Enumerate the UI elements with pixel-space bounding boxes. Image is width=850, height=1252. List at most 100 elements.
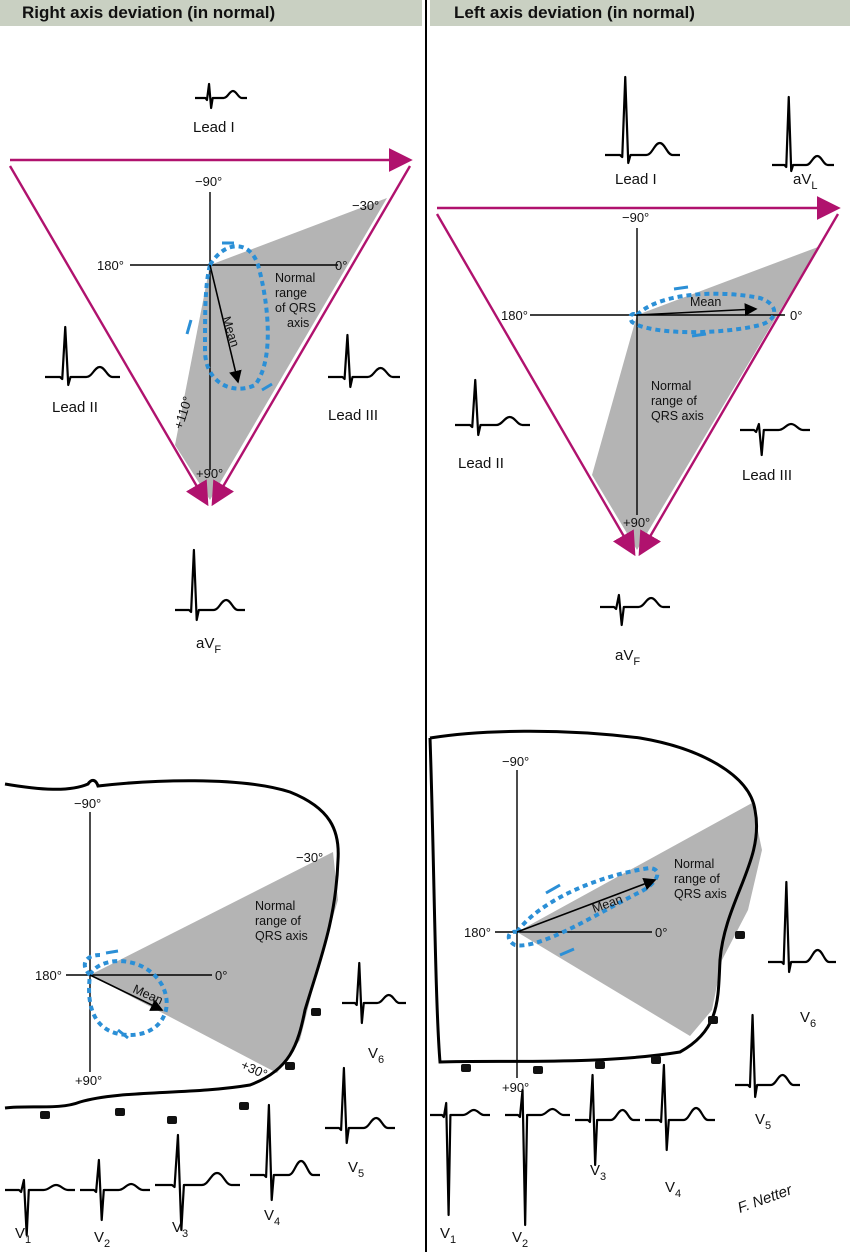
electrode-icon [167, 1116, 177, 1124]
v3-waveform [155, 1133, 240, 1232]
v-letter: V [590, 1162, 600, 1179]
avf-label-main: aV [615, 647, 633, 664]
qrs-vector-loop [506, 865, 660, 948]
v3-label: V3 [172, 1219, 188, 1240]
avf-label-sub: F [214, 644, 221, 656]
avf-waveform [600, 593, 670, 627]
deg-180: 180° [97, 258, 124, 273]
qrs-vector-loop [82, 953, 169, 1038]
v-letter: V [172, 1219, 182, 1236]
v-subscript: 6 [810, 1018, 816, 1030]
lead-iii-waveform [740, 422, 810, 457]
mean-axis-arrow [636, 303, 758, 316]
deg-minus-90: −90° [622, 210, 649, 225]
v1-waveform [5, 1178, 75, 1237]
v-letter: V [800, 1009, 810, 1026]
chest-outline [4, 778, 340, 1110]
v4-waveform [250, 1103, 320, 1202]
v2-waveform [505, 1088, 570, 1227]
electrodes [40, 931, 745, 1124]
lead-iii-waveform [328, 333, 400, 389]
v-letter: V [368, 1045, 378, 1062]
deg-180: 180° [464, 925, 491, 940]
normal-range-line: QRS axis [674, 887, 727, 901]
electrode-icon [239, 1102, 249, 1110]
deg-0: 0° [790, 308, 802, 323]
lead-iii-axis-arrow [211, 165, 412, 507]
v-letter: V [440, 1225, 450, 1242]
v1-label: V1 [440, 1225, 456, 1246]
normal-range-wedge [517, 803, 762, 1036]
v-subscript: 3 [182, 1228, 188, 1240]
deg-0: 0° [655, 925, 667, 940]
lead-i-waveform [605, 75, 680, 165]
electrode-icon [595, 1061, 605, 1069]
electrode-icon [115, 1108, 125, 1116]
electrode-icon [533, 1066, 543, 1074]
normal-range-line: range of [255, 914, 301, 928]
qrs-vector-loop [202, 244, 270, 391]
v-letter: V [94, 1229, 104, 1246]
v2-label: V2 [94, 1229, 110, 1250]
chest-outline [428, 729, 758, 1064]
loop-direction-arrows [185, 241, 273, 392]
v4-label: V4 [665, 1179, 681, 1200]
mean-axis-arrow [516, 877, 657, 933]
normal-range-wedge [175, 198, 387, 500]
lead-ii-label: Lead II [52, 399, 98, 416]
normal-range-line: range of [674, 872, 720, 886]
v6-label: V6 [368, 1045, 384, 1066]
electrode-icon [708, 1016, 718, 1024]
electrode-icon [735, 931, 745, 939]
normal-range-line: Normal [674, 857, 714, 871]
qrs-vector-loop [628, 291, 777, 335]
deg-plus-90: +90° [196, 466, 223, 481]
electrode-icon [651, 1056, 661, 1064]
mean-axis-arrow [89, 974, 164, 1011]
deg-minus-30: −30° [296, 850, 323, 865]
deg-minus-90: −90° [195, 174, 222, 189]
normal-range-line: of QRS [275, 301, 316, 315]
v-letter: V [512, 1229, 522, 1246]
v2-label: V2 [512, 1229, 528, 1250]
avf-label-main: aV [196, 635, 214, 652]
normal-range-line: QRS axis [255, 929, 308, 943]
avl-label-sub: L [811, 180, 817, 192]
v-subscript: 2 [104, 1238, 110, 1250]
normal-range-label: Normal range of QRS axis [275, 271, 316, 330]
deg-0: 0° [215, 968, 227, 983]
left-frontal-plane: Mean −90° 180° 0° −30° +90° +110° Normal… [8, 119, 413, 656]
electrode-icon [461, 1064, 471, 1072]
avf-label: aVF [615, 647, 640, 668]
avf-label-sub: F [633, 656, 640, 668]
netter-signature: F. Netter [735, 1181, 795, 1217]
v1-waveform [430, 1101, 490, 1217]
v-letter: V [15, 1225, 25, 1242]
deg-minus-30: −30° [352, 198, 379, 213]
electrode-icon [40, 1111, 50, 1119]
deg-plus-90: +90° [75, 1073, 102, 1088]
v6-waveform [768, 880, 836, 974]
v-subscript: 4 [274, 1216, 280, 1228]
mean-axis-arrow [209, 264, 242, 384]
right-horizontal-plane: Mean −90° 180° 0° +90° Normal range of Q… [428, 729, 816, 1250]
normal-range-line: axis [287, 316, 309, 330]
v-letter: V [755, 1111, 765, 1128]
deg-180: 180° [501, 308, 528, 323]
v-subscript: 3 [600, 1171, 606, 1183]
lead-ii-axis-arrow [8, 165, 209, 507]
right-frontal-plane: Mean −90° 180° 0° +90° Normal range of Q… [435, 171, 841, 668]
normal-range-wedge [592, 247, 818, 550]
loop-direction-arrows [105, 949, 129, 1040]
loop-direction-arrows [673, 285, 707, 338]
ecg-waveforms [5, 75, 836, 1237]
avl-label: aVL [793, 171, 817, 192]
electrode-icon [311, 1008, 321, 1016]
v3-label: V3 [590, 1162, 606, 1183]
normal-range-line: Normal [651, 379, 691, 393]
v-letter: V [264, 1207, 274, 1224]
deg-plus-90: +90° [502, 1080, 529, 1095]
v-subscript: 1 [450, 1234, 456, 1246]
deg-180: 180° [35, 968, 62, 983]
